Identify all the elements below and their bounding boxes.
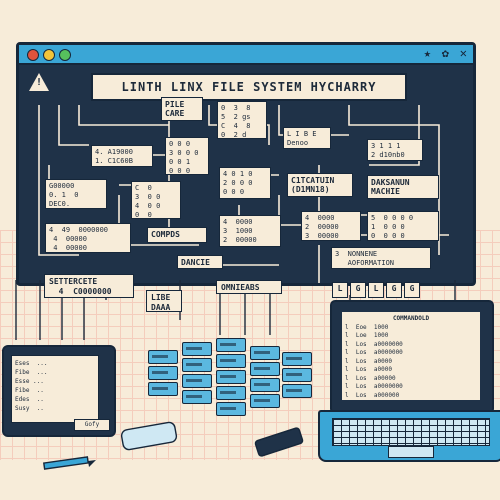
center-title-box[interactable]: C1TCATUIN (D1MN18) bbox=[287, 173, 353, 197]
server-unit bbox=[216, 386, 246, 400]
small-box-2[interactable]: G bbox=[350, 282, 366, 298]
window-titlebar: ★ ✿ ✕ bbox=[19, 45, 473, 65]
small-box-3[interactable]: L bbox=[368, 282, 384, 298]
compds-box[interactable]: COMPDS bbox=[147, 227, 207, 243]
close-icon[interactable]: ✕ bbox=[459, 46, 467, 60]
close-dot-icon[interactable] bbox=[27, 49, 39, 61]
tablet-button[interactable]: Gofy bbox=[74, 419, 110, 431]
server-unit bbox=[148, 366, 178, 380]
server-unit bbox=[182, 342, 212, 356]
keyboard-keys[interactable] bbox=[332, 418, 490, 446]
settercete-label: SETTERCETE 4 C0000000 bbox=[44, 274, 134, 298]
hardware-box[interactable]: 3 NONNENE AOFORMATION bbox=[331, 247, 431, 269]
left-box-b[interactable]: G00000 0. 1 0 DEC0. bbox=[45, 179, 107, 209]
mid-box-b[interactable]: C 0 3 0 0 4 0 0 0 0 bbox=[131, 181, 181, 219]
server-unit bbox=[216, 370, 246, 384]
small-box-4[interactable]: G bbox=[386, 282, 402, 298]
server-unit bbox=[182, 358, 212, 372]
warning-icon: ! bbox=[29, 73, 49, 91]
server-unit bbox=[250, 394, 280, 408]
top-mid-box[interactable]: 0 3 8 5 2 gs C 4 8 0 2 d bbox=[217, 101, 267, 139]
diagram-window: ★ ✿ ✕ ! LINTH LINX FILE SYSTEM HYCHARRY … bbox=[16, 42, 476, 286]
dance-box[interactable]: DANCIE bbox=[177, 255, 223, 269]
file-care-box[interactable]: PILE CARE bbox=[161, 97, 203, 121]
diagram-title: LINTH LINX FILE SYSTEM HYCHARRY bbox=[91, 73, 407, 101]
server-unit bbox=[148, 382, 178, 396]
small-box-5[interactable]: G bbox=[404, 282, 420, 298]
terminal-lines: l Eoe 1000 l Loe 1000 l Los a0000000 l L… bbox=[345, 323, 403, 399]
right-box-d[interactable]: 5 0 0 0 0 1 0 0 0 0 0 0 0 bbox=[367, 211, 439, 241]
gear-icon[interactable]: ✿ bbox=[441, 46, 449, 60]
server-unit bbox=[216, 354, 246, 368]
omnieabs-label: OMNIEABS bbox=[216, 280, 282, 294]
tablet-screen: Eses ... Fibe ... Esse ... Fibe .. Edes … bbox=[11, 355, 99, 423]
small-box-1[interactable]: L bbox=[332, 282, 348, 298]
server-unit bbox=[250, 346, 280, 360]
right-box-a[interactable]: 3 1 1 1 2 d10nb0 bbox=[367, 139, 423, 161]
libe-label: LIBE DAAA bbox=[146, 290, 182, 312]
phone-icon bbox=[254, 427, 304, 457]
server-unit bbox=[250, 362, 280, 376]
server-unit bbox=[282, 368, 312, 382]
server-unit bbox=[182, 374, 212, 388]
left-box-a[interactable]: 4. A19000 1. C1C60B bbox=[91, 145, 153, 167]
server-unit bbox=[148, 350, 178, 364]
mid-box-a[interactable]: 0 0 0 3 0 0 0 0 0 1 0 0 0 bbox=[165, 137, 209, 175]
trackpad[interactable] bbox=[388, 446, 434, 458]
server-unit bbox=[182, 390, 212, 404]
tablet-device: Eses ... Fibe ... Esse ... Fibe .. Edes … bbox=[2, 345, 116, 437]
pen-icon bbox=[43, 456, 96, 470]
server-unit bbox=[216, 338, 246, 352]
star-icon[interactable]: ★ bbox=[423, 46, 431, 60]
top-right-box[interactable]: L I B E Denoo bbox=[283, 127, 331, 149]
server-unit bbox=[282, 352, 312, 366]
terminal-header: COMMANDOLD bbox=[392, 315, 430, 322]
device-case-icon bbox=[120, 421, 178, 451]
center-list-box[interactable]: 4 0000 3 1000 2 00000 bbox=[219, 215, 281, 247]
right-box-b[interactable]: DAKSANUN MACHIE bbox=[367, 175, 439, 199]
server-unit bbox=[282, 384, 312, 398]
laptop-keyboard bbox=[318, 410, 500, 462]
left-box-c[interactable]: 4 49 0000000 4 00000 4 00000 bbox=[45, 223, 131, 253]
mid-box-c[interactable]: 4 0 1 0 2 0 0 0 0 0 0 bbox=[219, 167, 271, 199]
server-unit bbox=[250, 378, 280, 392]
server-unit bbox=[216, 402, 246, 416]
right-box-c[interactable]: 4 0000 2 00000 3 00000 bbox=[301, 211, 361, 241]
minimize-dot-icon[interactable] bbox=[43, 49, 55, 61]
maximize-dot-icon[interactable] bbox=[59, 49, 71, 61]
